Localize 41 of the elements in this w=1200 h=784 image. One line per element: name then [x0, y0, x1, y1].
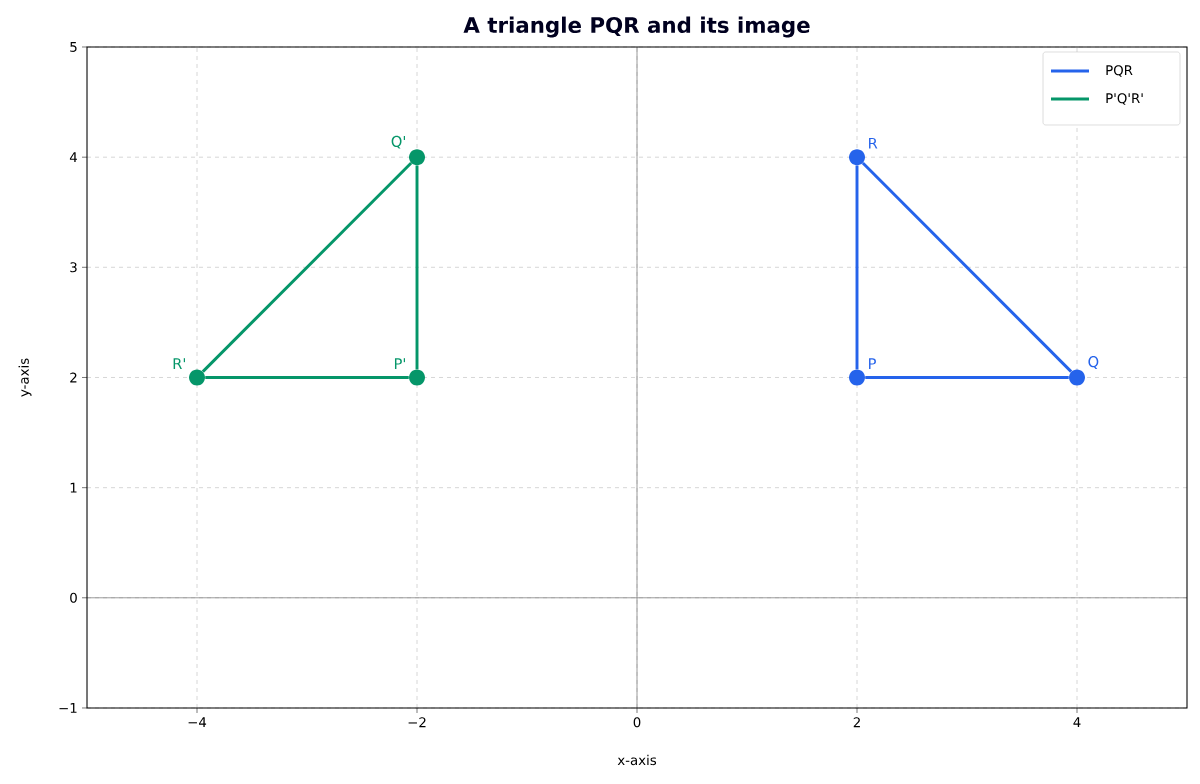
axis-title: x-axis [617, 754, 657, 766]
point-label: R' [170, 356, 188, 371]
tick-label: 0 [633, 707, 641, 728]
tick-label: 0 [70, 592, 88, 603]
triangle-side [205, 376, 409, 379]
point-label: P [866, 356, 878, 371]
point-label: Q [1086, 354, 1101, 371]
tick-label: 5 [70, 42, 88, 52]
y-tick-label: 3 [70, 262, 77, 273]
y-tick-label: 0 [70, 592, 77, 603]
x-tick-label: 0 [633, 717, 641, 728]
x-tick-label: 2 [853, 717, 860, 728]
triangle-side [855, 165, 859, 370]
point-label: Q' [389, 134, 408, 150]
chart-title: A triangle PQR and its image [463, 16, 810, 38]
y-tick-label: −1 [59, 703, 77, 713]
y-tick-label: 2 [70, 372, 77, 383]
point-label: R [866, 136, 880, 150]
tick-label: −1 [59, 703, 88, 713]
tick-label: 2 [70, 372, 88, 383]
x-tick-label: −2 [408, 717, 426, 728]
tick-label: 2 [853, 707, 860, 728]
tick-label: 3 [70, 262, 88, 273]
point-label: P' [392, 356, 408, 371]
tick-label: −2 [408, 707, 426, 728]
triangle-side [201, 162, 413, 373]
tick-label: −4 [188, 707, 207, 727]
legend-entry: PQR [1051, 65, 1133, 77]
tick-label: 4 [1073, 707, 1081, 727]
triangle-side [865, 376, 1069, 379]
x-tick-label: −4 [188, 717, 207, 727]
y-tick-label: 5 [70, 42, 77, 52]
triangle-side [861, 162, 1073, 373]
triangle-side [415, 165, 419, 370]
y-tick-label: 4 [69, 152, 77, 163]
y-tick-label: 1 [70, 482, 77, 493]
tick-label: 4 [69, 152, 88, 163]
axis-title: y-axis [18, 358, 32, 397]
tick-label: 1 [70, 482, 88, 493]
x-tick-label: 4 [1073, 717, 1081, 727]
legend-entry: P'Q'R' [1051, 93, 1143, 105]
